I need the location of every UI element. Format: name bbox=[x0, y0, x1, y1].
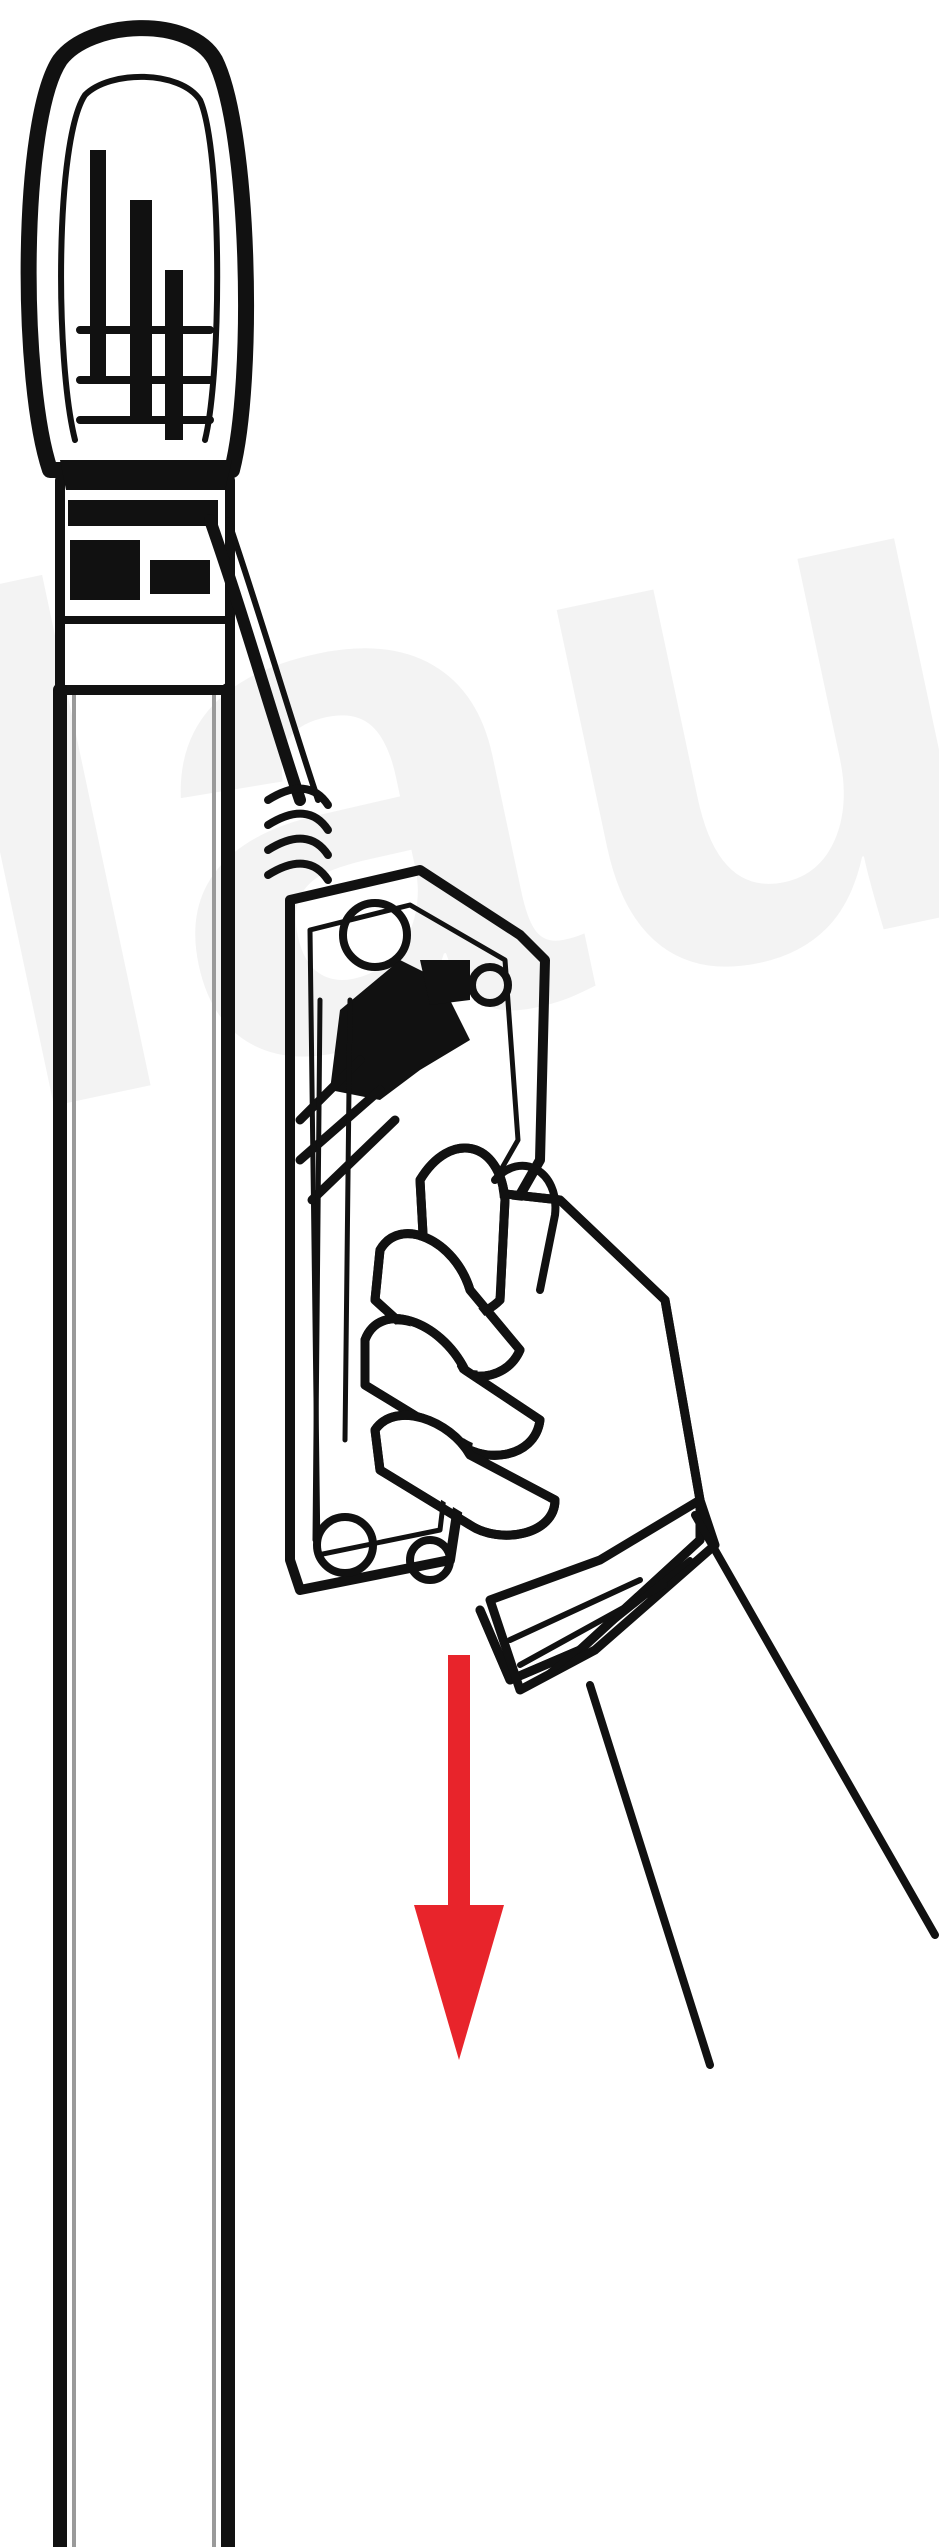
down-arrow-icon bbox=[414, 1655, 504, 2060]
